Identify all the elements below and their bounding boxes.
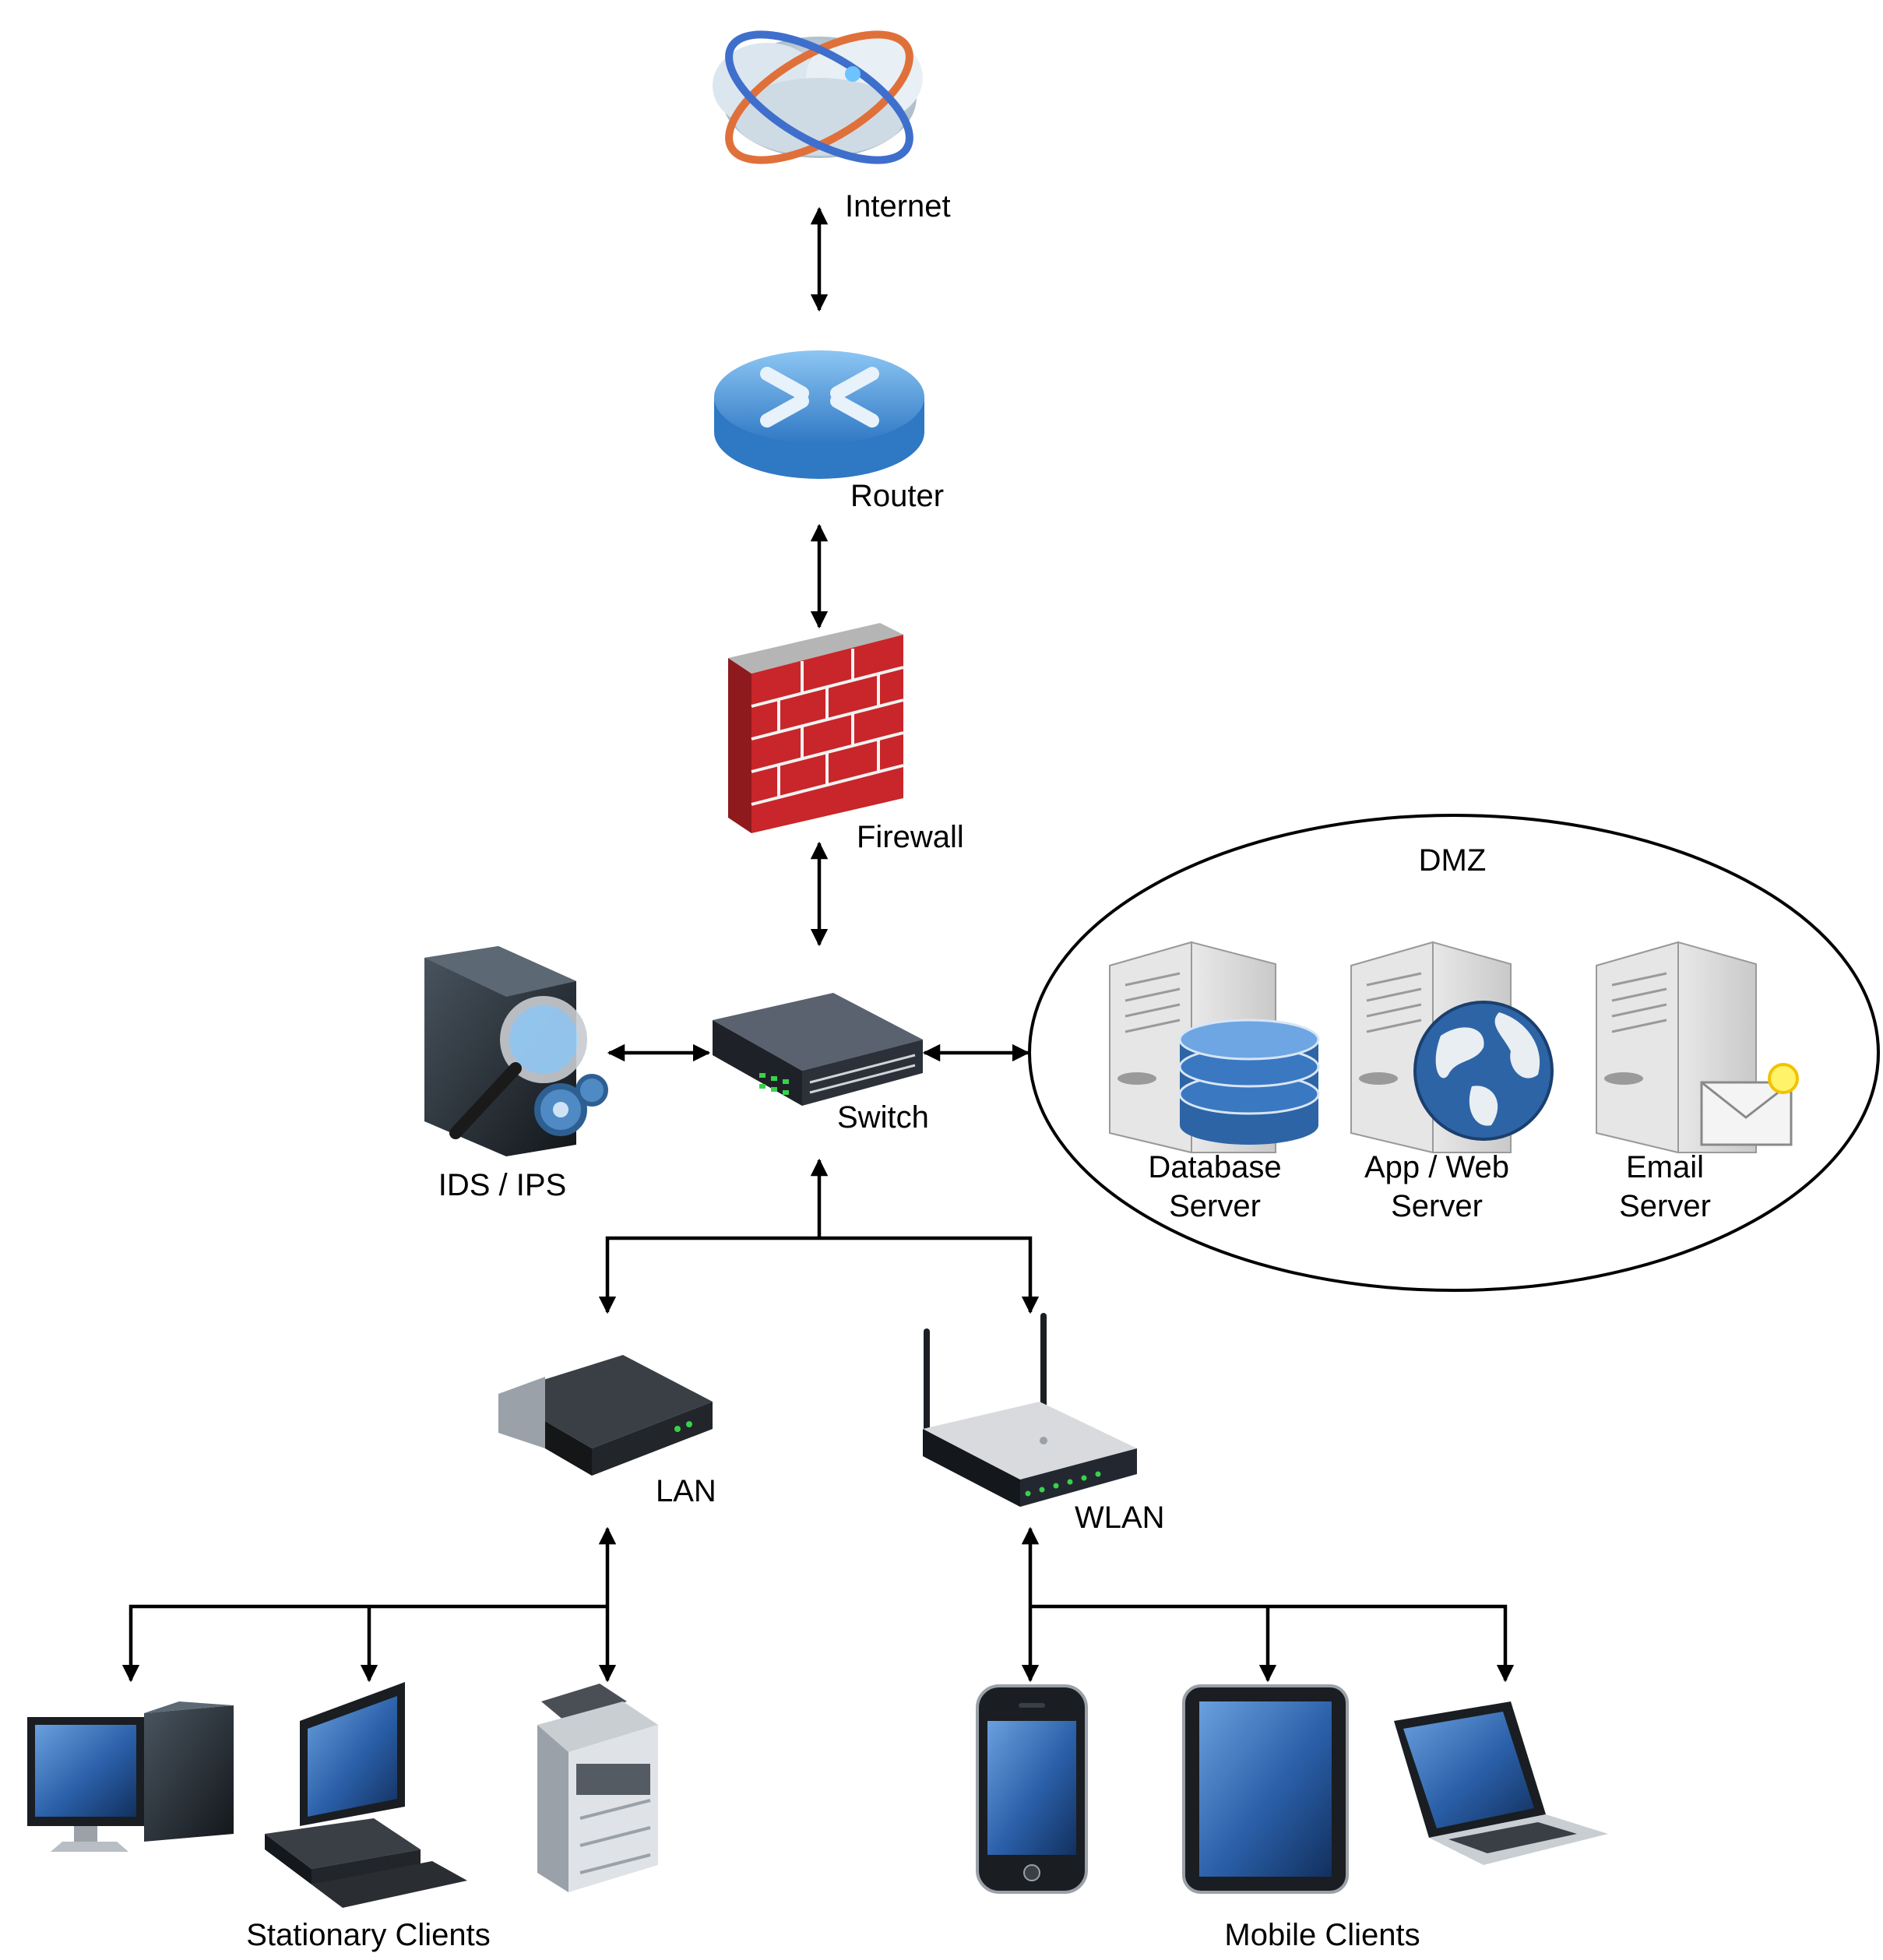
link-lan-desktop bbox=[121, 1604, 607, 1683]
printer-copier-icon bbox=[537, 1684, 658, 1892]
globe-icon bbox=[1413, 1001, 1554, 1141]
router-icon bbox=[714, 350, 924, 479]
smartphone-icon bbox=[976, 1684, 1088, 1894]
web-server-icon bbox=[1350, 941, 1554, 1154]
envelope-icon bbox=[1700, 1063, 1799, 1146]
ids-ips-server-icon bbox=[424, 946, 608, 1156]
link-branch-lan bbox=[598, 1236, 819, 1314]
wireless-router-icon bbox=[923, 1313, 1137, 1507]
email-server-icon bbox=[1596, 941, 1799, 1154]
internet-label: Internet bbox=[845, 189, 951, 223]
firewall-icon bbox=[728, 623, 904, 833]
email-server-label-1: Email bbox=[1626, 1150, 1704, 1184]
app-web-server-label-1: App / Web bbox=[1364, 1150, 1509, 1184]
lan-modem-icon bbox=[498, 1355, 713, 1476]
dmz-zone bbox=[1028, 814, 1880, 1292]
database-server-label-2: Server bbox=[1169, 1189, 1261, 1223]
internet-cloud-icon bbox=[713, 30, 923, 164]
database-server-icon bbox=[1109, 941, 1320, 1154]
connectors bbox=[121, 206, 1515, 1683]
ids-ips-label: IDS / IPS bbox=[438, 1168, 567, 1202]
tablet-icon bbox=[1182, 1684, 1349, 1894]
link-wlan-tablet bbox=[1030, 1604, 1515, 1683]
database-server-label-1: Database bbox=[1148, 1150, 1281, 1184]
switch-label: Switch bbox=[837, 1100, 929, 1135]
workstation-icon bbox=[265, 1682, 467, 1908]
stationary-clients-label: Stationary Clients bbox=[246, 1918, 490, 1952]
router-label: Router bbox=[850, 479, 944, 513]
lan-label: LAN bbox=[656, 1474, 716, 1508]
dmz-label: DMZ bbox=[1419, 843, 1487, 878]
laptop-icon bbox=[1394, 1701, 1608, 1865]
desktop-computer-icon bbox=[27, 1701, 234, 1852]
email-server-label-2: Server bbox=[1619, 1189, 1711, 1223]
database-cylinder bbox=[1178, 1019, 1320, 1145]
app-web-server-label-2: Server bbox=[1391, 1189, 1483, 1223]
wlan-label: WLAN bbox=[1075, 1501, 1165, 1535]
link-branch-wlan bbox=[819, 1236, 1040, 1314]
firewall-label: Firewall bbox=[857, 820, 964, 854]
switch-icon bbox=[713, 993, 923, 1106]
mobile-clients-label: Mobile Clients bbox=[1224, 1918, 1420, 1952]
